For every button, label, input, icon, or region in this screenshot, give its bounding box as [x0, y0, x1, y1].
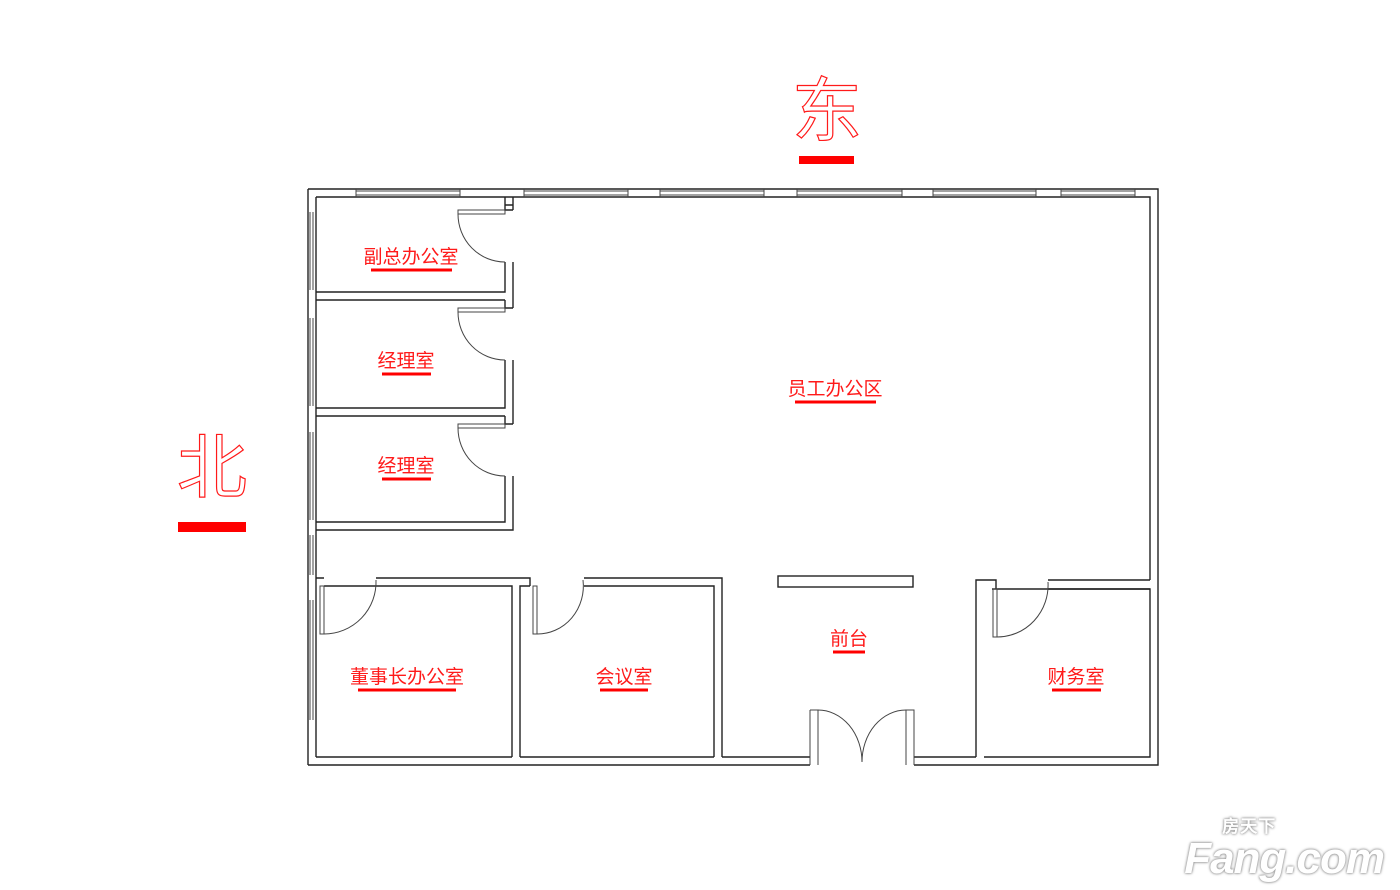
watermark-brand: Fang.com	[1184, 834, 1385, 883]
bottom-rooms-walls	[316, 575, 1150, 765]
north-bar	[178, 522, 246, 532]
room-label-manager-2: 经理室	[377, 455, 434, 477]
east-marker: 东	[791, 69, 863, 164]
room-labels: 副总办公室 经理室 经理室 员工办公区 前台 董事长办公室 会议室 财务室	[350, 246, 1105, 692]
room-label-staff-area: 员工办公区	[787, 378, 882, 400]
room-label-vice-office: 副总办公室	[363, 246, 458, 268]
left-rooms-walls	[316, 197, 514, 531]
room-label-manager-1: 经理室	[377, 350, 434, 372]
north-marker: 北	[176, 426, 248, 532]
watermark-logo: 房天下 Fang.com	[1184, 817, 1385, 883]
outer-walls	[307, 188, 1159, 766]
east-label: 东	[792, 70, 862, 152]
north-label: 北	[177, 427, 247, 509]
room-label-chairman-office: 董事长办公室	[350, 666, 464, 688]
watermark-cn: 房天下	[1222, 817, 1277, 836]
east-bar	[799, 156, 854, 164]
room-label-meeting-room: 会议室	[595, 666, 652, 688]
room-label-finance-room: 财务室	[1047, 666, 1104, 688]
room-label-reception: 前台	[830, 628, 868, 650]
windows	[309, 189, 1136, 720]
reception-desk	[777, 575, 914, 588]
